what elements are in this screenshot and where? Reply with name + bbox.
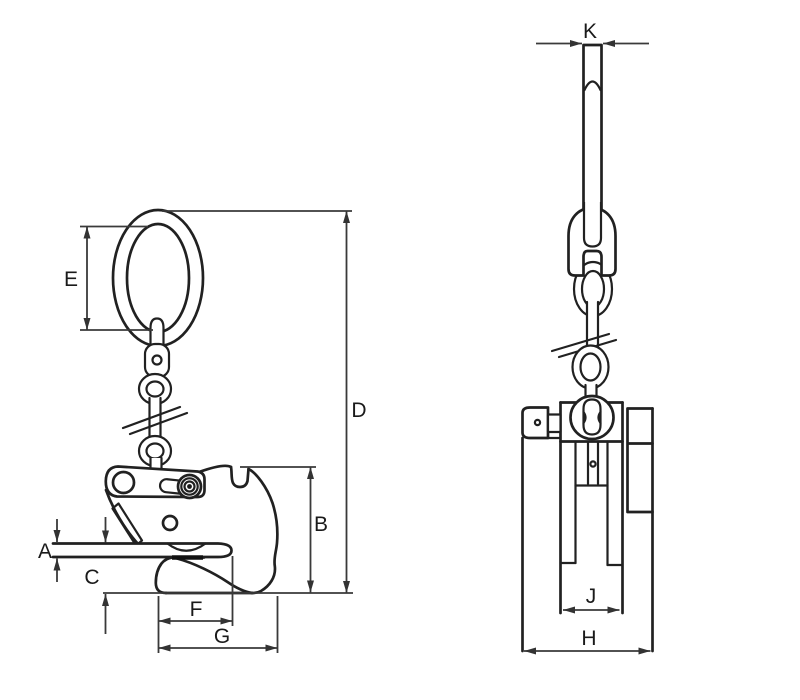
lifting-ring-side <box>111 208 205 348</box>
dim-label-g: G <box>214 625 230 648</box>
dim-label-f: F <box>190 598 203 621</box>
dim-label-h: H <box>581 627 596 650</box>
front-view-dimensions: K J H <box>524 20 651 655</box>
chain-break-marks <box>121 405 189 436</box>
connector-hole <box>151 354 163 366</box>
side-view: A B C D E F G <box>38 208 367 653</box>
chain-link-front-1-inner <box>145 380 165 398</box>
side-view-dimensions: A B C D E F G <box>38 210 367 653</box>
dim-label-j: J <box>586 585 597 608</box>
chain-side <box>121 317 189 472</box>
chain-link-edge-a <box>585 300 600 354</box>
clamp-body-side <box>51 464 279 595</box>
dim-label-e: E <box>64 268 78 291</box>
pin-boss-inner <box>183 480 196 493</box>
body-right-edge <box>247 467 279 595</box>
dim-label-a: A <box>38 540 52 563</box>
chain-link-front-b <box>571 344 610 390</box>
pin-boss-mid <box>180 477 199 496</box>
ring-bar-in-clevis <box>582 202 603 248</box>
side-pin-hole <box>533 418 542 427</box>
dim-label-b: B <box>314 513 328 536</box>
front-view: K J H <box>521 20 654 655</box>
cam-arc <box>166 542 207 552</box>
jaw-foot <box>154 556 206 595</box>
chain-front <box>550 202 618 407</box>
body-top-notch <box>229 465 250 489</box>
right-block <box>626 407 654 514</box>
clamp-body-front <box>521 394 654 653</box>
dim-label-d: D <box>351 399 366 422</box>
hanging-link-bar <box>586 440 600 486</box>
chain-link-front-b-inner <box>579 352 602 382</box>
ring-inner <box>125 222 191 334</box>
pin-center <box>187 484 192 489</box>
cam-edge-strip <box>111 502 144 547</box>
jaw-heel-inner <box>175 557 254 595</box>
body-top-edge <box>197 464 233 474</box>
pocket-link-capsule <box>582 398 602 436</box>
pocket-link-waist <box>582 410 602 425</box>
side-pin-stem <box>546 413 562 434</box>
ring-bend-arc <box>583 80 602 92</box>
chain-link-edge-1 <box>148 396 162 443</box>
lifting-ring-front <box>582 43 603 223</box>
dim-label-k: K <box>583 20 597 43</box>
steel-plate <box>51 542 233 559</box>
plate-fill <box>53 543 232 557</box>
lever-pin-hole <box>111 470 136 495</box>
ring-edge-bar <box>582 43 603 223</box>
dim-label-c: C <box>84 566 99 589</box>
body-hole <box>161 514 179 532</box>
hanging-link-rivet <box>589 460 597 468</box>
body-left-edge <box>104 488 141 547</box>
connector-neck <box>149 317 165 348</box>
